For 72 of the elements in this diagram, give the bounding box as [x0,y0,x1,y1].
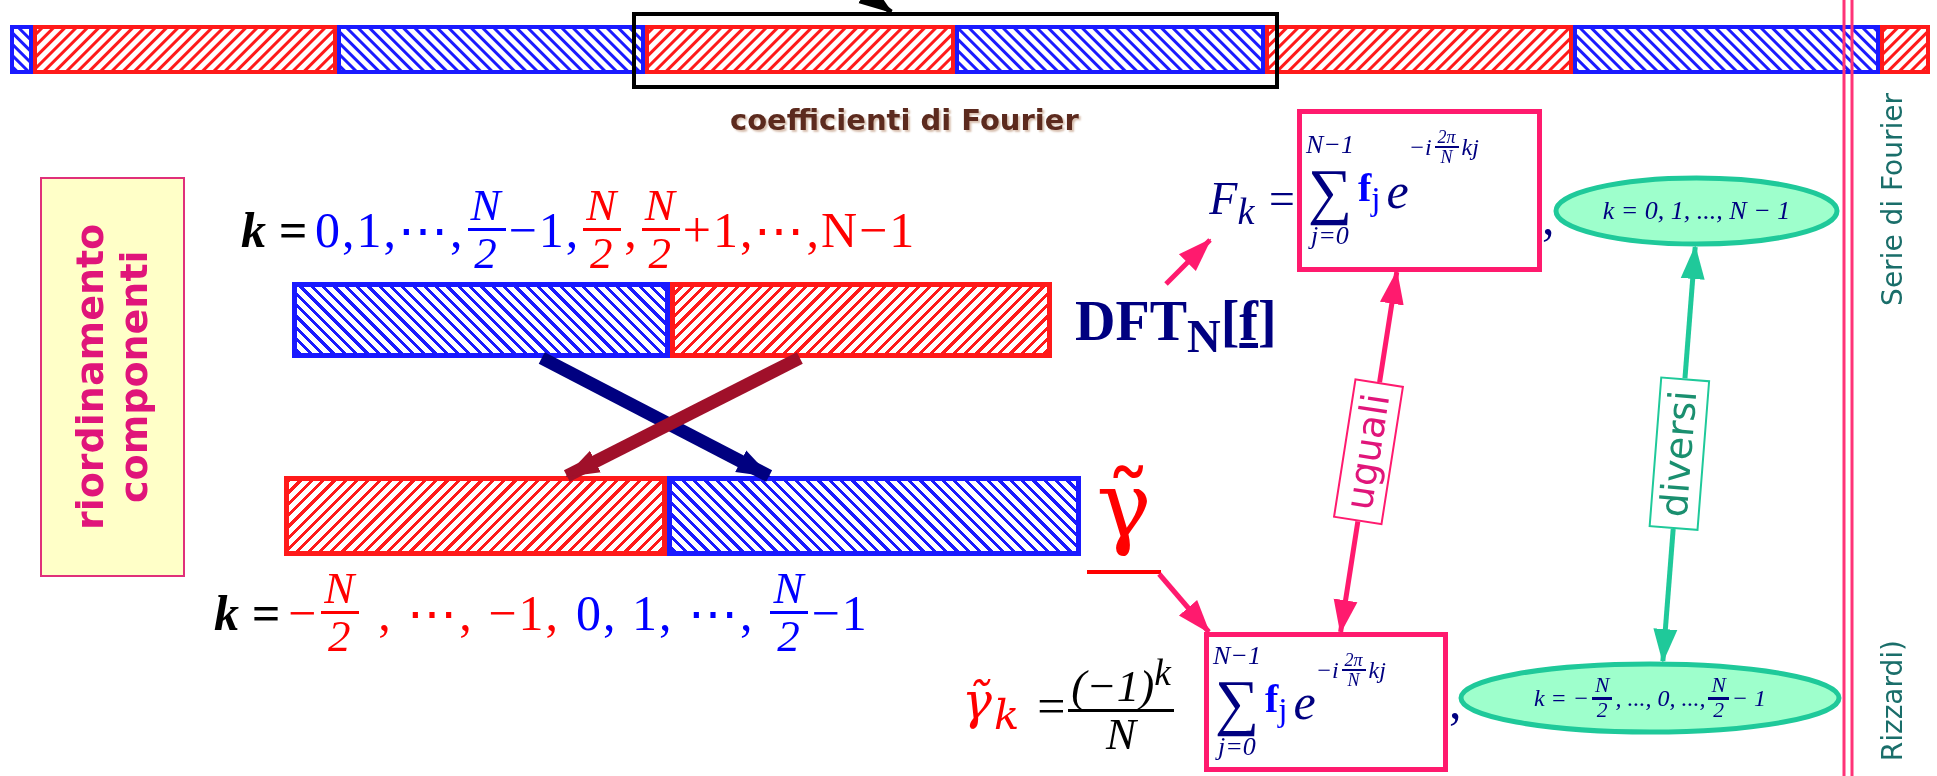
arrow [856,0,893,15]
formula-text: = [1037,676,1066,735]
range-ellipse [1458,661,1842,735]
formula-text: N−1 [1306,130,1354,160]
formula-text: N [467,183,506,231]
formula-text: 2 [474,231,499,276]
formula-text: DFT$_{N}$[f] [1075,284,1315,358]
formula-text: +1,⋯,N−1 [682,200,917,259]
formula-box [1297,109,1542,272]
formula-text: f$_{j}$ [1264,675,1288,729]
formula-text: N [641,183,680,231]
arrow [538,352,773,482]
formula-text: N−1 [1213,642,1261,671]
formula-text: 2π [1341,651,1366,671]
formula-text: , ..., 0, ..., [1615,684,1706,712]
formula-text: −i [1315,656,1339,684]
formula-text: (−1)$^{k}$ [1068,654,1174,712]
formula-text: F$_{k}$ = [1209,171,1297,234]
formula-text: 2 [327,614,353,659]
formula-text: N [321,566,360,614]
frame-box [632,12,1279,89]
footer-text: Serie di Fourier [1876,93,1909,306]
note-text: riordinamento componenti [68,222,157,533]
formula-text: γ̃$_{k}$ [962,672,1022,739]
hatched-bar [284,476,667,556]
formula-text: N [583,183,622,231]
formula-text: − 1 [1731,684,1767,712]
formula-text: f$_{j}$ [1357,163,1381,218]
hatched-bar [667,476,1081,556]
formula-box [1204,632,1448,772]
formula-text: kj [1461,133,1479,161]
formula-text: −1 [811,583,869,642]
arrow [563,352,803,482]
formula-text: 2π [1434,128,1459,148]
note-box [40,177,185,577]
arrow [1157,572,1211,634]
formula-text: N [1106,712,1137,757]
formula-text: 0,1,⋯, [315,200,465,259]
formula-text: 0, 1, ⋯, [575,583,755,642]
hatched-bar [670,282,1052,358]
formula-text: 2 [589,231,615,276]
formula-text: k = [214,583,280,642]
formula-text: , [1542,188,1555,246]
range-ellipse [1553,175,1840,247]
formula-text: k = − [1533,684,1589,712]
edge-label: uguali [1333,378,1405,526]
hatched-bar [292,282,670,358]
formula-text: N [1347,671,1360,689]
formula-text: , [624,200,639,259]
edge-label: diversi [1648,377,1710,531]
formula-text: N [770,566,809,614]
formula-text: N [1708,674,1729,700]
formula-text: kj [1368,656,1386,684]
arrow [1164,238,1212,286]
formula-text: N [1592,674,1613,700]
formula-text: e [1386,161,1409,220]
caption-text: coefficienti di Fourier [730,103,1079,137]
formula-text: e [1293,673,1316,731]
formula-text: −i [1408,133,1432,161]
formula-text: 2 [777,614,802,659]
formula-text: 2 [648,231,673,276]
formula-text: , [1449,672,1462,730]
formula-text: , ⋯, −1, [378,583,560,642]
formula-text: − [288,583,319,642]
formula-text: 2 [1713,699,1724,722]
formula-text: γ̃ [1087,451,1161,574]
formula-text: N [1440,148,1453,166]
formula-text: 2 [1596,699,1608,722]
formula-text: k = [241,200,307,259]
formula-text: k = 0, 1, ..., N − 1 [1602,196,1791,226]
footer-text: Rizzardi) [1876,640,1909,762]
formula-text: −1, [508,200,581,259]
